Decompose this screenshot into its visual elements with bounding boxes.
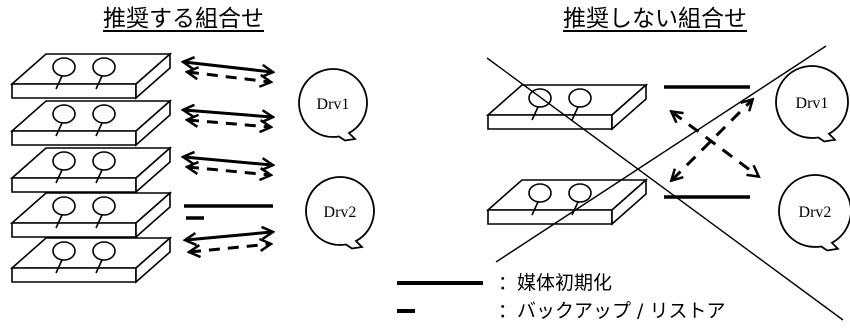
cartridge-icon (485, 83, 649, 131)
svg-text:Drv2: Drv2 (324, 204, 357, 221)
bidirectional-arrow (184, 110, 272, 127)
bidirectional-arrow (672, 100, 752, 180)
bidirectional-arrow (184, 157, 272, 175)
legend-solid-line-icon (397, 281, 483, 285)
cross-mark (486, 57, 844, 321)
cartridge-icon (485, 178, 649, 226)
legend-dash-icon (397, 309, 415, 313)
drive-icon: Drv2 (778, 174, 850, 252)
cartridge-icon (9, 191, 173, 239)
cartridge-icon (9, 52, 173, 100)
title-recommended: 推奨する組合せ (103, 6, 264, 32)
bidirectional-arrow (186, 232, 272, 252)
bidirectional-arrow (184, 62, 272, 82)
drive-icon: Drv1 (775, 65, 849, 143)
legend-backup-restore: ：バックアップ / リストア (498, 300, 726, 322)
drive-icon: Drv1 (298, 68, 368, 142)
cartridge-icon (9, 146, 173, 194)
bidirectional-arrow (672, 112, 758, 176)
drive-icon: Drv2 (305, 176, 375, 250)
svg-text:Drv1: Drv1 (317, 96, 350, 113)
legend-media-init: ：媒体初期化 (498, 272, 613, 294)
cross-mark (495, 45, 827, 263)
cartridge-icon (9, 236, 173, 284)
title-not-recommended: 推奨しない組合せ (563, 6, 747, 32)
svg-text:Drv2: Drv2 (799, 204, 832, 221)
svg-text:Drv1: Drv1 (796, 95, 829, 112)
cartridge-icon (9, 99, 173, 147)
